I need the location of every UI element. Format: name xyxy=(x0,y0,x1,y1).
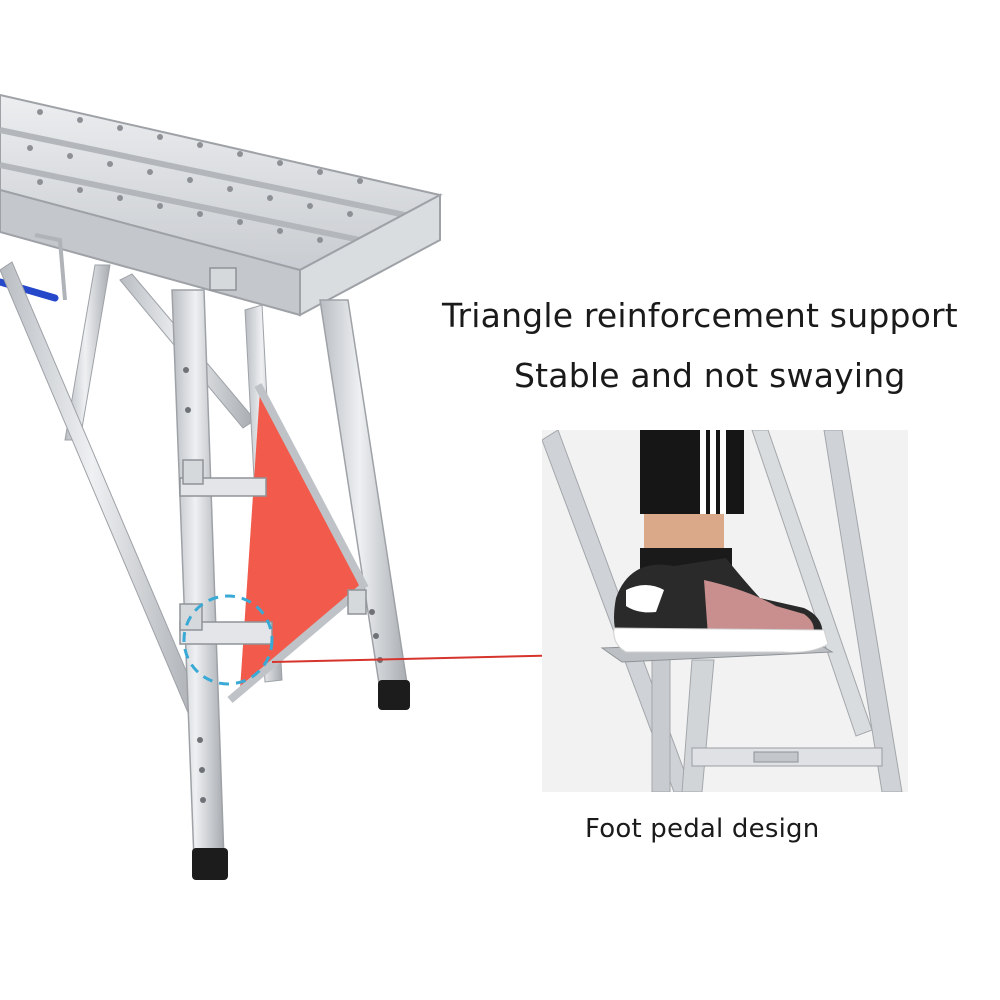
rubber-foot-left xyxy=(192,848,228,880)
caption-line-2: Stable and not swaying xyxy=(514,356,906,395)
platform-top xyxy=(0,93,443,272)
rubber-foot-right xyxy=(378,680,410,710)
foot-pedal-photo xyxy=(542,430,908,792)
inset-caption: Foot pedal design xyxy=(585,814,820,844)
triangle-reinforcement xyxy=(240,390,362,690)
foot-pedal-inset xyxy=(542,430,908,792)
caption-line-1: Triangle reinforcement support xyxy=(442,296,958,335)
dashed-circle-icon xyxy=(182,594,274,686)
